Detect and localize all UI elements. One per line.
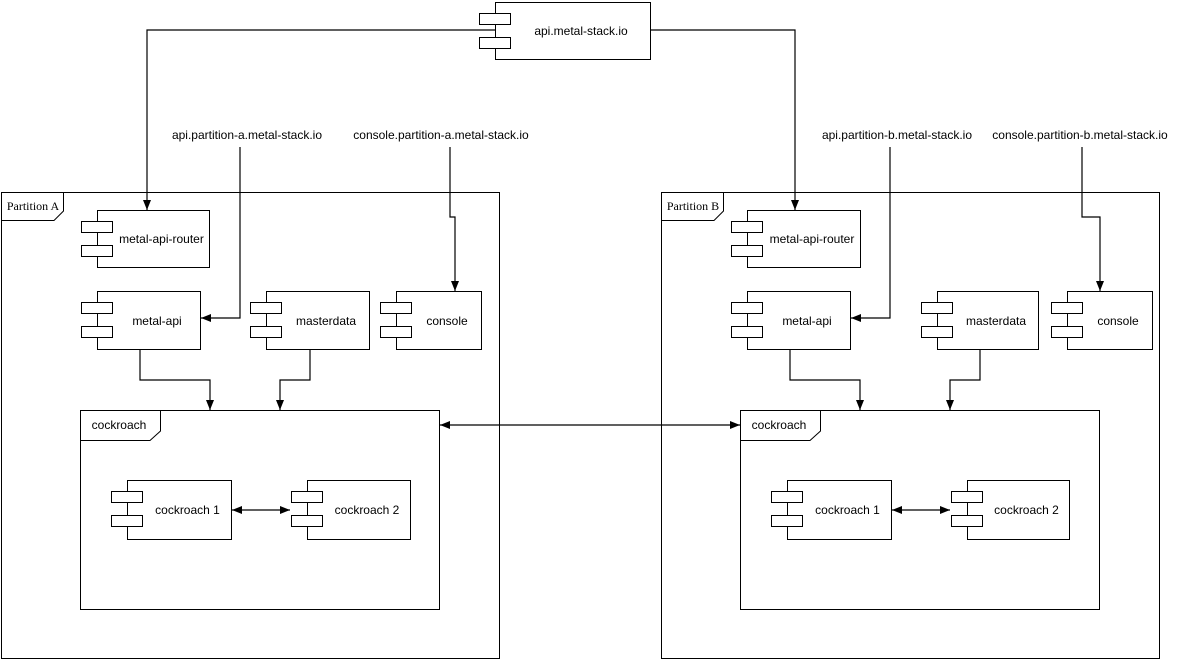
edge-masterdata-b-to-cockroach [946,350,981,410]
edge-console-a-dns-to-console [449,147,459,291]
component-port-icon [81,302,113,314]
component-port-icon [951,515,983,527]
component-label: console [426,313,468,328]
component-metal-api-a: metal-api [81,291,201,350]
component-metal-api-router-b: metal-api-router [731,210,861,268]
component-cockroach2-b: cockroach 2 [951,480,1070,540]
component-label: api.metal-stack.io [534,24,628,38]
component-port-icon [250,326,282,338]
component-console-b: console [1051,291,1153,350]
component-port-icon [731,245,763,257]
component-label: cockroach 2 [994,503,1059,517]
component-label: metal-api-router [769,232,855,246]
component-label: cockroach 2 [334,503,400,517]
edge-metal-api-b-to-cockroach [789,350,864,410]
component-cockroach1-a: cockroach 1 [111,480,232,540]
cockroach-frame-b: cockroach cockroach 1 cockroach 2 [740,410,1100,610]
component-port-icon [250,302,282,314]
cockroach-b-label: cockroach [751,418,807,432]
cockroach-b-tab [740,410,821,441]
edge-console-b-dns-to-console [1081,147,1104,291]
edge-internet-to-router-b [651,29,799,210]
component-port-icon [771,491,803,503]
component-masterdata-b: masterdata [921,291,1039,350]
component-label: metal-api-router [119,232,204,246]
component-port-icon [1051,302,1083,314]
component-label: metal-api [782,313,832,328]
component-port-icon [771,515,803,527]
partition-a-label: Partition A [6,198,60,213]
component-port-icon [479,37,511,49]
component-cockroach2-a: cockroach 2 [291,480,411,540]
component-port-icon [921,326,953,338]
component-label: cockroach 1 [815,503,880,517]
cockroach-a-label: cockroach [91,418,147,432]
component-port-icon [1051,326,1083,338]
component-port-icon [951,491,983,503]
component-port-icon [81,326,113,338]
dns-label-api-partition-b: api.partition-b.metal-stack.io [821,128,973,142]
partition-b-tab [661,192,724,221]
partition-a-frame: Partition A metal-api-router metal-api m… [1,192,500,659]
edge-masterdata-a-to-cockroach [276,350,311,410]
component-port-icon [731,326,763,338]
partition-a-tab [1,192,64,221]
component-port-icon [291,491,323,503]
component-label: metal-api [132,313,182,328]
component-label: masterdata [295,313,357,328]
dns-label-console-partition-b: console.partition-b.metal-stack.io [992,128,1168,142]
component-port-icon [921,302,953,314]
component-port-icon [111,491,143,503]
component-masterdata-a: masterdata [250,291,370,350]
component-label: masterdata [965,313,1027,328]
cockroach-frame-a: cockroach cockroach 1 cockroach 2 [80,410,440,610]
component-port-icon [291,515,323,527]
component-port-icon [380,326,412,338]
component-port-icon [111,515,143,527]
dns-label-api-partition-a: api.partition-a.metal-stack.io [171,128,323,142]
component-cockroach1-b: cockroach 1 [771,480,892,540]
edge-api-b-dns-to-metal-api [851,147,891,322]
component-port-icon [731,221,763,233]
partition-b-label: Partition B [666,198,720,213]
component-console-a: console [380,291,482,350]
component-label: cockroach 1 [155,503,220,517]
edge-internet-to-router-a [143,29,495,210]
component-port-icon [81,245,113,257]
component-api-metal-stack-io: api.metal-stack.io [479,2,651,60]
component-port-icon [380,302,412,314]
component-metal-api-b: metal-api [731,291,851,350]
cockroach-a-tab [80,410,161,441]
component-metal-api-router-a: metal-api-router [81,210,210,268]
edge-api-a-dns-to-metal-api [201,147,241,322]
component-label: console [1097,313,1139,328]
component-port-icon [479,13,511,25]
component-port-icon [731,302,763,314]
partition-b-frame: Partition B metal-api-router metal-api m… [661,192,1160,659]
edge-metal-api-a-to-cockroach [139,350,214,410]
component-port-icon [81,221,113,233]
dns-label-console-partition-a: console.partition-a.metal-stack.io [353,128,529,142]
